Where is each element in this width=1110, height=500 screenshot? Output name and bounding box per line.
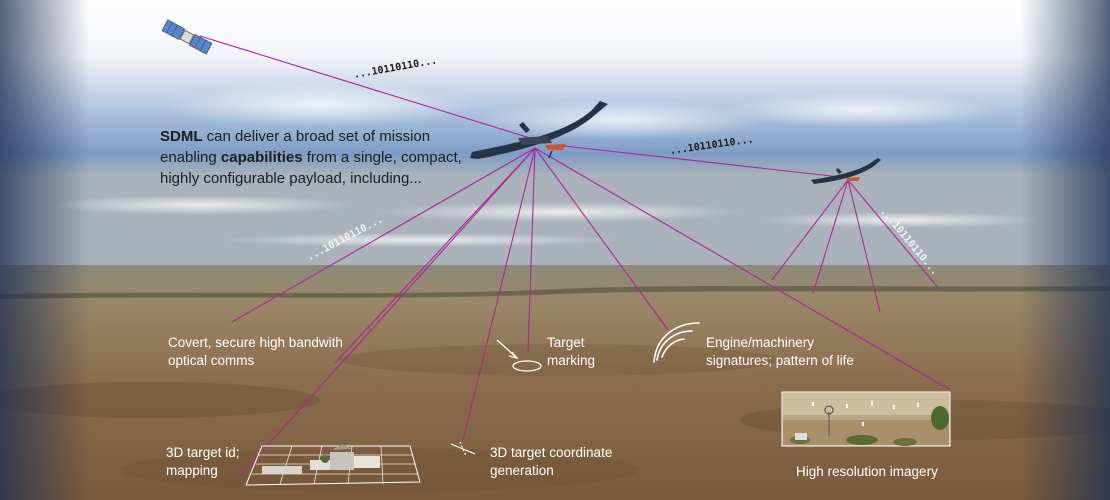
mapping-grid-icon <box>245 444 421 486</box>
link-engine-signatures <box>534 147 669 331</box>
label-target-id: 3D target id; mapping <box>166 445 240 478</box>
imagery-thumbnail <box>781 391 951 447</box>
link-optical-comms <box>231 147 536 323</box>
link-target-coordinate <box>462 147 536 441</box>
label-imagery: High resolution imagery <box>796 464 938 479</box>
intro-text-a: can deliver a broad set of mission enabl… <box>160 128 431 166</box>
label-target-marking: Target marking <box>547 335 596 368</box>
data-links <box>199 35 951 479</box>
right-vignette <box>1020 0 1110 500</box>
satellite-uplink <box>199 35 531 139</box>
uav-secondary-icon <box>811 158 881 184</box>
uav-main-icon <box>470 101 608 159</box>
target-marking-icon <box>496 339 542 372</box>
label-target-coordinate: 3D target coordinate generation <box>490 445 613 478</box>
label-optical-comms: Covert, secure high bandwith optical com… <box>168 335 343 368</box>
left-vignette <box>0 0 90 500</box>
ground <box>0 265 1110 500</box>
link-imagery <box>534 147 951 391</box>
clouds <box>50 83 1040 247</box>
label-engine-signatures: Engine/machinery signatures; pattern of … <box>706 335 854 368</box>
drone2-link-3 <box>847 179 881 313</box>
link-target-id <box>237 147 536 479</box>
drone-to-drone-link <box>554 144 841 178</box>
signal-waves-icon <box>653 322 700 363</box>
capabilities-word: capabilities <box>220 149 303 166</box>
link-mapping <box>334 147 536 364</box>
drone2-link-2 <box>812 179 849 294</box>
satellite-icon <box>161 19 213 55</box>
drone2-link-1 <box>771 179 849 281</box>
drone2-link-4 <box>847 179 941 291</box>
link-target-marking <box>527 147 536 353</box>
intro-text-b: from a single, compact, highly configura… <box>160 149 462 187</box>
crosshair-marker-icon <box>450 441 476 457</box>
intro-paragraph: SDML can deliver a broad set of mission … <box>160 126 490 189</box>
product-name: SDML <box>160 128 203 145</box>
